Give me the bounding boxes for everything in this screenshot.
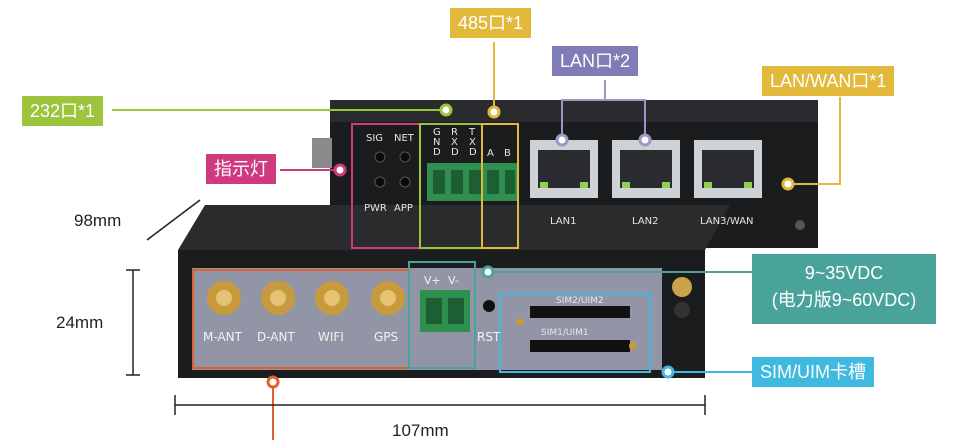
height-dimension: 24mm — [56, 313, 104, 332]
sig-label: SIG — [366, 133, 384, 144]
net-label: NET — [394, 133, 414, 144]
sim2-label: SIM2/UIM2 — [556, 296, 604, 306]
mant-label: M-ANT — [203, 330, 242, 344]
lanwan-callout: LAN/WAN口*1 — [762, 66, 895, 96]
pwr-label: PWR — [364, 203, 387, 214]
antenna-stub — [312, 138, 332, 168]
power-range-power-edition: (电力版9~60VDC) — [771, 290, 917, 310]
sim-callout: SIM/UIM卡槽 — [752, 357, 874, 387]
sma-connectors — [207, 281, 405, 315]
vminus-label: V- — [448, 274, 459, 287]
rxd-label: R X D — [451, 127, 459, 158]
sim2-slot — [530, 306, 630, 318]
lan-ports — [530, 140, 762, 198]
b-label: B — [504, 148, 511, 159]
rst-label: RST — [477, 330, 501, 344]
dant-label: D-ANT — [257, 330, 295, 344]
lan1-label: LAN1 — [550, 216, 577, 227]
sim1-slot — [530, 340, 630, 352]
wifi-label: WIFI — [318, 330, 344, 344]
lan-callout: LAN口*2 — [552, 46, 639, 76]
power-callout: 9~35VDC (电力版9~60VDC) — [752, 254, 936, 324]
lan2-label: LAN2 — [632, 216, 659, 227]
sim1-label: SIM1/UIM1 — [541, 328, 589, 338]
gps-label: GPS — [374, 330, 399, 344]
width-dimension: 107mm — [392, 421, 449, 440]
app-label: APP — [394, 203, 413, 214]
lan3-label: LAN3/WAN — [700, 216, 754, 227]
rs232-callout: 232口*1 — [22, 96, 104, 126]
power-range: 9~35VDC — [804, 263, 884, 283]
a-label: A — [487, 148, 494, 159]
txd-label: T X D — [469, 127, 477, 158]
rs485-callout: 485口*1 — [450, 8, 532, 38]
dimension-lines — [126, 199, 706, 415]
gnd-label: G N D — [433, 127, 441, 158]
depth-dimension: 98mm — [74, 211, 122, 230]
indicator-callout: 指示灯 — [206, 154, 276, 184]
vplus-label: V+ — [424, 274, 441, 287]
